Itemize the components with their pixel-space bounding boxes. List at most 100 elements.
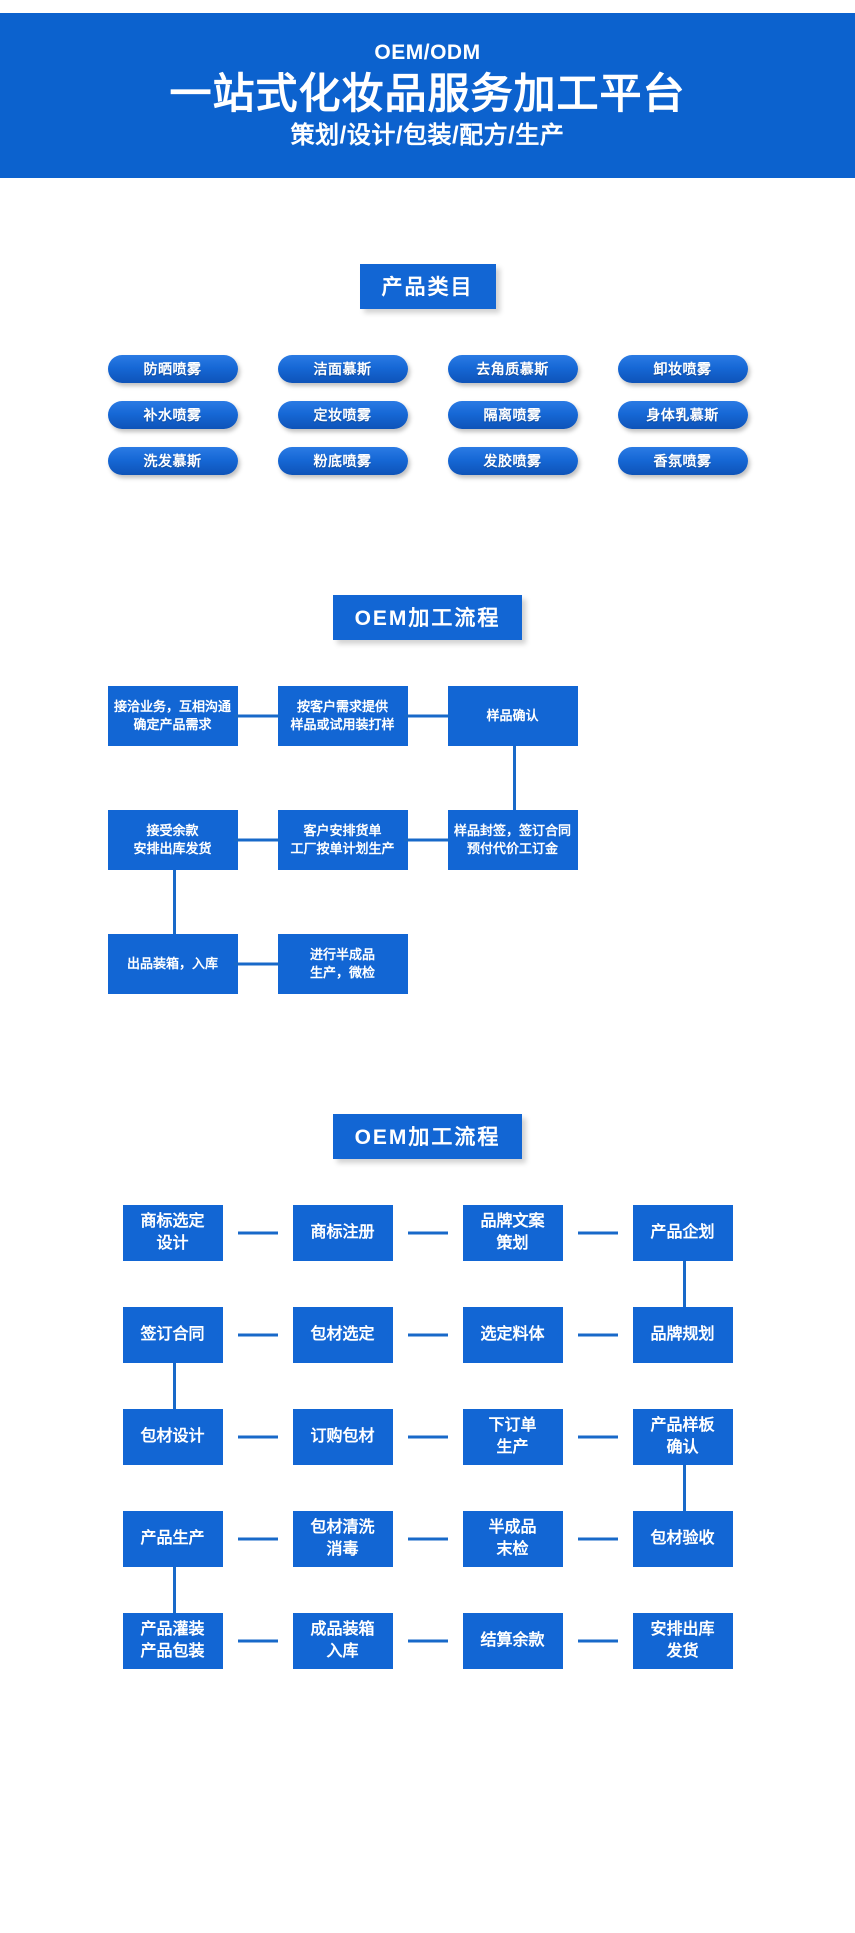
connector-horizontal <box>407 1333 448 1337</box>
connector-horizontal <box>577 1537 618 1541</box>
flow-node[interactable]: 按客户需求提供 样品或试用装打样 <box>277 686 408 746</box>
flow-node[interactable]: 进行半成品 生产，微检 <box>277 934 408 994</box>
product-pill[interactable]: 香氛喷雾 <box>617 447 748 475</box>
flow-b-cell: 包材验收 <box>577 1511 768 1567</box>
product-pill[interactable]: 补水喷雾 <box>107 401 238 429</box>
product-category-grid: 防晒喷雾 洁面慕斯 去角质慕斯 卸妆喷雾 补水喷雾 定妆喷雾 隔离喷雾 身体乳慕… <box>88 355 768 475</box>
flow-a-cell: 进行半成品 生产，微检 <box>233 934 428 994</box>
flow-b-cell: 商标注册 <box>237 1205 428 1261</box>
flow-b-cell: 包材清洗 消毒 <box>237 1511 428 1567</box>
flow-b-cell: 下订单 生产 <box>407 1409 598 1465</box>
flow-node[interactable]: 包材设计 <box>122 1409 223 1465</box>
banner-subtitle: 策划/设计/包装/配方/生产 <box>290 122 565 150</box>
product-pill[interactable]: 粉底喷雾 <box>277 447 408 475</box>
connector-horizontal <box>237 1231 278 1235</box>
connector-horizontal <box>237 1333 278 1337</box>
flow-b-row-5: 产品灌装 产品包装 成品装箱 入库 结算余款 安排出库 发货 <box>88 1613 768 1669</box>
flow-node[interactable]: 商标选定 设计 <box>122 1205 223 1261</box>
flow-a-cell: 出品装箱，入库 <box>88 934 258 994</box>
connector-horizontal <box>577 1231 618 1235</box>
flow-b-cell: 品牌文案 策划 <box>407 1205 598 1261</box>
product-pill[interactable]: 洗发慕斯 <box>107 447 238 475</box>
flow-b-cell: 结算余款 <box>407 1613 598 1669</box>
flow-node[interactable]: 包材验收 <box>632 1511 733 1567</box>
flow-b-cell: 商标选定 设计 <box>88 1205 258 1261</box>
flow-b-cell: 订购包材 <box>237 1409 428 1465</box>
connector-vertical <box>172 1567 176 1613</box>
flow-b-cell: 选定料体 <box>407 1307 598 1363</box>
product-pill[interactable]: 去角质慕斯 <box>447 355 578 383</box>
connector-horizontal <box>577 1639 618 1643</box>
product-pill[interactable]: 隔离喷雾 <box>447 401 578 429</box>
flow-node[interactable]: 产品灌装 产品包装 <box>122 1613 223 1669</box>
flow-b-section-header: OEM加工流程 <box>0 1114 855 1159</box>
connector-horizontal <box>407 1639 448 1643</box>
flow-node[interactable]: 签订合同 <box>122 1307 223 1363</box>
oem-flowchart-a: 接洽业务，互相沟通 确定产品需求 按客户需求提供 样品或试用装打样 样品确认 接… <box>88 686 768 994</box>
flow-a-cell: 接洽业务，互相沟通 确定产品需求 <box>88 686 258 746</box>
flow-a-cell: 客户安排货单 工厂按单计划生产 <box>233 810 428 870</box>
connector-horizontal <box>233 714 280 718</box>
banner-eyebrow: OEM/ODM <box>374 40 481 64</box>
product-pill[interactable]: 发胶喷雾 <box>447 447 578 475</box>
flow-node[interactable]: 样品确认 <box>447 686 578 746</box>
product-pill[interactable]: 身体乳慕斯 <box>617 401 748 429</box>
connector-horizontal <box>407 1231 448 1235</box>
flow-node[interactable]: 成品装箱 入库 <box>292 1613 393 1669</box>
connector-vertical <box>682 1261 686 1307</box>
flow-node[interactable]: 选定料体 <box>462 1307 563 1363</box>
flow-node[interactable]: 样品封签，签订合同 预付代价工订金 <box>447 810 578 870</box>
connector-horizontal <box>233 962 280 966</box>
connector-horizontal <box>577 1435 618 1439</box>
product-pill[interactable]: 定妆喷雾 <box>277 401 408 429</box>
flow-node[interactable]: 安排出库 发货 <box>632 1613 733 1669</box>
flow-a-row-2: 接受余款 安排出库发货 客户安排货单 工厂按单计划生产 样品封签，签订合同 预付… <box>88 810 768 934</box>
banner-title: 一站式化妆品服务加工平台 <box>169 70 686 118</box>
flow-node[interactable]: 半成品 末检 <box>462 1511 563 1567</box>
flow-node[interactable]: 订购包材 <box>292 1409 393 1465</box>
flow-b-row-1: 商标选定 设计 商标注册 品牌文案 策划 产品企划 <box>88 1205 768 1307</box>
flow-a-cell: 接受余款 安排出库发货 <box>88 810 258 934</box>
flow-node[interactable]: 品牌规划 <box>632 1307 733 1363</box>
flow-b-row-2: 签订合同 包材选定 选定料体 品牌规划 <box>88 1307 768 1409</box>
flow-b-cell: 半成品 末检 <box>407 1511 598 1567</box>
flow-b-cell: 包材设计 <box>88 1409 258 1465</box>
products-section-title: 产品类目 <box>359 264 496 309</box>
flow-node[interactable]: 产品样板 确认 <box>632 1409 733 1465</box>
flow-node[interactable]: 商标注册 <box>292 1205 393 1261</box>
flow-a-row-1: 接洽业务，互相沟通 确定产品需求 按客户需求提供 样品或试用装打样 样品确认 <box>88 686 768 810</box>
flow-b-cell: 安排出库 发货 <box>577 1613 768 1669</box>
flow-node[interactable]: 产品生产 <box>122 1511 223 1567</box>
connector-vertical <box>512 746 516 810</box>
product-pill[interactable]: 防晒喷雾 <box>107 355 238 383</box>
flow-b-cell: 产品生产 <box>88 1511 258 1613</box>
flow-a-cell: 按客户需求提供 样品或试用装打样 <box>233 686 428 746</box>
flow-node[interactable]: 接洽业务，互相沟通 确定产品需求 <box>107 686 238 746</box>
flow-a-row-3: 出品装箱，入库 进行半成品 生产，微检 <box>88 934 768 994</box>
connector-horizontal <box>407 1435 448 1439</box>
flow-node[interactable]: 结算余款 <box>462 1613 563 1669</box>
flow-b-section-title: OEM加工流程 <box>332 1114 523 1159</box>
connector-horizontal <box>233 838 280 842</box>
flow-node[interactable]: 出品装箱，入库 <box>107 934 238 994</box>
flow-node[interactable]: 客户安排货单 工厂按单计划生产 <box>277 810 408 870</box>
flow-node[interactable]: 品牌文案 策划 <box>462 1205 563 1261</box>
flow-node[interactable]: 产品企划 <box>632 1205 733 1261</box>
connector-horizontal <box>237 1435 278 1439</box>
flow-a-section-title: OEM加工流程 <box>332 595 523 640</box>
flow-node[interactable]: 接受余款 安排出库发货 <box>107 810 238 870</box>
connector-vertical <box>172 870 176 934</box>
flow-node[interactable]: 下订单 生产 <box>462 1409 563 1465</box>
connector-horizontal <box>237 1537 278 1541</box>
flow-a-cell: 样品封签，签订合同 预付代价工订金 <box>403 810 598 870</box>
connector-horizontal <box>237 1639 278 1643</box>
product-pill[interactable]: 洁面慕斯 <box>277 355 408 383</box>
connector-horizontal <box>403 714 450 718</box>
header-banner: OEM/ODM 一站式化妆品服务加工平台 策划/设计/包装/配方/生产 <box>0 13 855 178</box>
product-pill[interactable]: 卸妆喷雾 <box>617 355 748 383</box>
flow-node[interactable]: 包材选定 <box>292 1307 393 1363</box>
connector-vertical <box>682 1465 686 1511</box>
flow-a-section-header: OEM加工流程 <box>0 595 855 640</box>
flow-node[interactable]: 包材清洗 消毒 <box>292 1511 393 1567</box>
flow-b-cell: 品牌规划 <box>577 1307 768 1363</box>
